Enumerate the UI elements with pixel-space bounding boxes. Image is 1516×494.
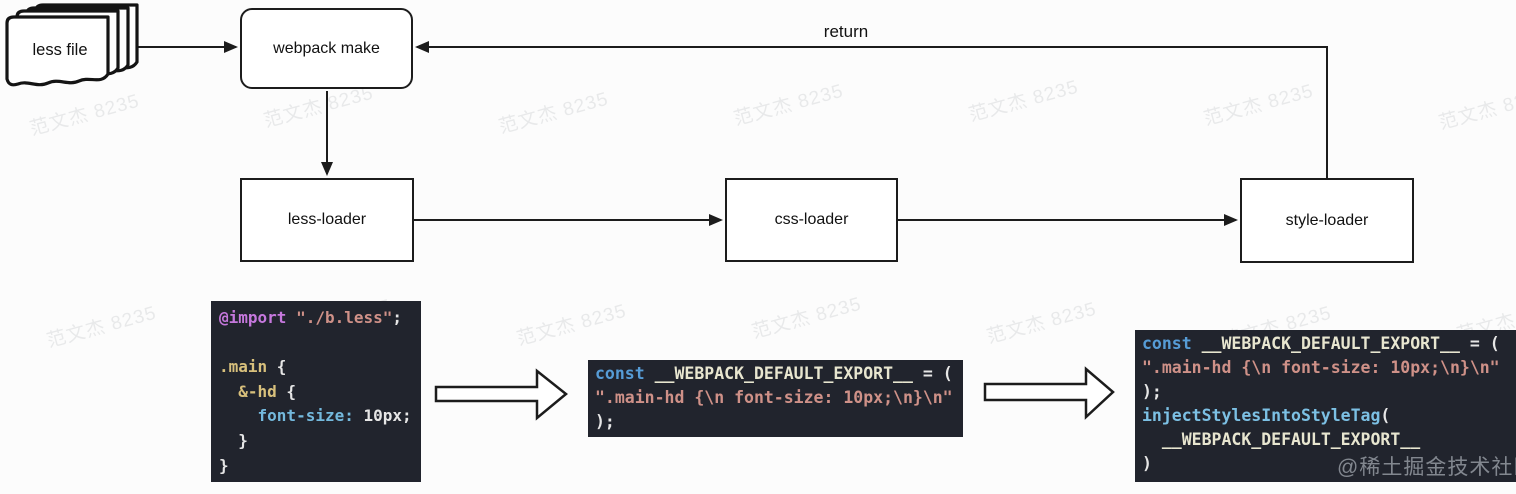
brand-watermark: @稀土掘金技术社区 — [1337, 456, 1516, 479]
code-token: .main — [219, 357, 268, 377]
css-loader-label: css-loader — [774, 211, 849, 228]
code-token: ".main-hd {\n font-size: 10px;\n}\n" — [595, 388, 953, 407]
code-line: injectStylesIntoStyleTag( — [1142, 404, 1509, 428]
code-line: ) — [1142, 452, 1509, 476]
code-token: ; — [392, 308, 403, 327]
big-arrow-css-to-style — [983, 366, 1115, 420]
big-arrow-less-to-css — [434, 368, 568, 421]
code-line: } — [219, 429, 413, 454]
code-token — [219, 382, 238, 401]
code-token — [286, 308, 296, 327]
code-token: ); — [1142, 382, 1162, 401]
code-token: font-size: — [257, 406, 354, 426]
code-token: @import — [219, 308, 287, 327]
code-token: { — [276, 381, 297, 401]
less-source-code-block: @import "./b.less"; .main { &-hd { font-… — [211, 301, 421, 482]
code-line: &-hd { — [219, 380, 413, 405]
code-token: "./b.less" — [296, 308, 393, 327]
code-token: ( — [1380, 406, 1391, 425]
less-file-node: less file — [5, 3, 139, 87]
code-token — [645, 364, 655, 383]
code-line: const __WEBPACK_DEFAULT_EXPORT__ = ( — [1142, 332, 1509, 356]
code-token: &-hd — [238, 381, 277, 401]
code-token: const — [1142, 334, 1192, 353]
code-line: const __WEBPACK_DEFAULT_EXPORT__ = ( — [595, 362, 956, 386]
code-line: ".main-hd {\n font-size: 10px;\n}\n" — [1142, 356, 1509, 380]
less-loader-label: less-loader — [287, 211, 367, 228]
less-file-label: less file — [32, 41, 87, 59]
code-line: @import "./b.less"; — [219, 306, 413, 331]
code-token: injectStylesIntoStyleTag — [1142, 406, 1381, 425]
css-loader-node: css-loader — [725, 178, 898, 262]
code-token: __WEBPACK_DEFAULT_EXPORT__ — [654, 364, 913, 383]
return-edge-label: return — [823, 22, 869, 41]
css-module-code-block: const __WEBPACK_DEFAULT_EXPORT__ = ( ".ma… — [588, 360, 963, 437]
document-stack-icon — [5, 3, 139, 87]
code-token — [1192, 334, 1202, 353]
code-line: .main { — [219, 355, 413, 380]
code-token: = ( — [1459, 334, 1500, 353]
code-line: ".main-hd {\n font-size: 10px;\n}\n" — [595, 386, 956, 410]
code-line: } — [219, 454, 413, 479]
code-token — [1142, 430, 1162, 449]
code-token: } — [219, 430, 248, 450]
arrow-return-to-webpack — [415, 41, 1328, 178]
style-loader-label: style-loader — [1285, 211, 1369, 229]
code-token: = ( — [912, 364, 953, 383]
code-token: __WEBPACK_DEFAULT_EXPORT__ — [1201, 334, 1460, 353]
code-token: __WEBPACK_DEFAULT_EXPORT__ — [1161, 430, 1421, 449]
code-line: ); — [1142, 380, 1509, 404]
code-line: font-size: 10px; — [219, 404, 413, 429]
code-token — [219, 406, 258, 425]
code-line: __WEBPACK_DEFAULT_EXPORT__ — [1142, 428, 1509, 452]
code-token: ) — [1142, 454, 1152, 473]
code-line — [219, 331, 413, 356]
code-line: ); — [595, 410, 956, 434]
style-inject-code-block: const __WEBPACK_DEFAULT_EXPORT__ = ( ".ma… — [1135, 330, 1516, 482]
webpack-make-label: webpack make — [273, 39, 380, 57]
code-token: 10px; — [353, 406, 412, 426]
code-token: ); — [595, 412, 615, 431]
style-loader-node: style-loader — [1240, 178, 1414, 263]
code-token: ".main-hd {\n font-size: 10px;\n}\n" — [1142, 358, 1500, 377]
code-token: { — [267, 357, 287, 377]
less-loader-node: less-loader — [240, 178, 414, 262]
code-token: } — [219, 455, 229, 475]
webpack-make-node: webpack make — [240, 8, 413, 89]
code-token: const — [595, 364, 645, 383]
